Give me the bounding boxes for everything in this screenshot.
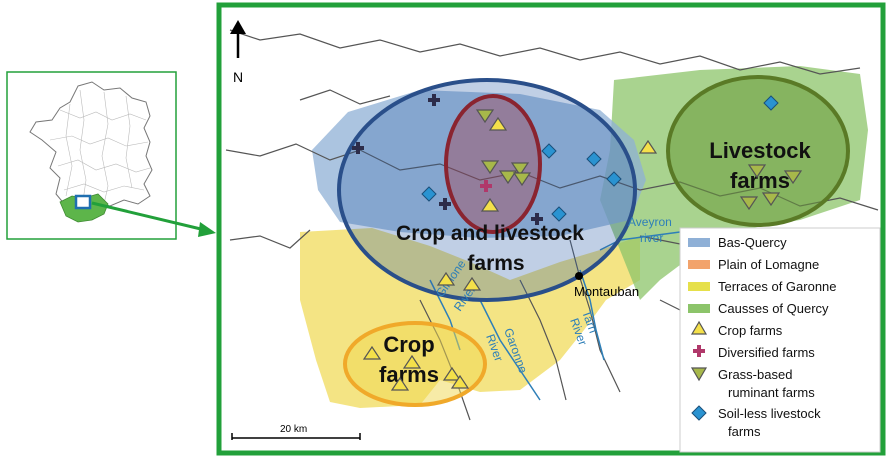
legend-label-causses: Causses of Quercy	[718, 301, 829, 316]
main-map: N 20 km Aveyron river Tarn River Garonne…	[216, 2, 886, 456]
crop-farm-marker	[362, 345, 382, 360]
soilless-farm-marker	[541, 143, 557, 159]
crop-farm-marker	[638, 139, 658, 154]
crop-farm-marker	[450, 374, 470, 389]
legend: Bas-Quercy Plain of Lomagne Terraces of …	[679, 227, 881, 453]
legend-label-grass-2: ruminant farms	[728, 385, 815, 400]
soilless-farm-marker	[551, 206, 567, 222]
zone-label-livestock-1: Livestock	[709, 138, 811, 163]
france-departments	[49, 89, 151, 209]
legend-label-garonne: Terraces of Garonne	[718, 279, 837, 294]
grass-farm-marker	[510, 162, 530, 177]
diversified-farm-marker	[480, 180, 492, 192]
river-label-aveyron-1: Aveyron	[628, 215, 672, 229]
scale-label: 20 km	[280, 424, 307, 435]
legend-label-diversified: Diversified farms	[718, 345, 815, 360]
legend-swatch-bas-quercy	[688, 238, 710, 247]
soilless-farm-marker	[606, 171, 622, 187]
legend-label-soilless-1: Soil-less livestock	[718, 406, 821, 421]
grass-farm-marker	[761, 192, 781, 207]
soilless-farm-marker	[586, 151, 602, 167]
grass-farm-marker	[498, 170, 518, 185]
crop-farm-marker	[442, 366, 462, 381]
legend-swatch-causses	[688, 304, 710, 313]
grass-farm-marker	[783, 170, 803, 185]
legend-label-crop-farms: Crop farms	[718, 323, 783, 338]
legend-swatch-lomagne	[688, 260, 710, 269]
france-outline	[29, 81, 153, 211]
cross-icon	[693, 345, 705, 357]
crop-farm-marker	[390, 376, 410, 391]
study-area-marker	[74, 194, 92, 210]
triangle-up-icon	[690, 320, 708, 335]
crop-farm-marker	[480, 197, 500, 212]
region-bas-quercy	[312, 90, 646, 238]
city-marker	[575, 272, 583, 280]
grass-farm-marker	[512, 172, 532, 187]
soilless-farm-marker	[421, 186, 437, 202]
scale-bar: 20 km	[231, 424, 361, 440]
river-label-aveyron-2: river	[640, 231, 663, 245]
north-arrow: N	[230, 20, 246, 85]
zone-label-crop-1: Crop	[383, 332, 434, 357]
crop-farm-marker	[436, 271, 456, 286]
grass-farm-marker	[739, 196, 759, 211]
crop-farm-marker	[488, 116, 508, 131]
diversified-farm-marker	[428, 94, 440, 106]
pointer-arrow	[91, 201, 206, 232]
legend-swatch-garonne	[688, 282, 710, 291]
diamond-icon	[691, 405, 707, 421]
north-label: N	[233, 69, 243, 85]
diversified-farm-marker	[439, 198, 451, 210]
farm-markers	[352, 94, 803, 391]
soilless-farm-marker	[763, 95, 779, 111]
zone-livestock-ellipse	[666, 75, 850, 227]
pointer-arrow-head	[198, 222, 216, 237]
zone-label-crop-livestock-1: Crop and livestock	[396, 222, 584, 245]
crop-farm-marker	[402, 354, 422, 369]
legend-label-soilless-2: farms	[728, 424, 761, 439]
grass-farm-marker	[475, 109, 495, 124]
diversified-farm-marker	[352, 142, 364, 154]
legend-label-bas-quercy: Bas-Quercy	[718, 235, 787, 250]
triangle-down-icon	[690, 367, 708, 382]
legend-label-lomagne: Plain of Lomagne	[718, 257, 819, 272]
zone-label-crop-livestock-2: farms	[467, 252, 524, 275]
france-inset	[6, 71, 216, 240]
grass-farm-marker	[747, 164, 767, 179]
city-label: Montauban	[574, 284, 639, 299]
grass-farm-marker	[480, 160, 500, 175]
diversified-farm-marker	[531, 213, 543, 225]
crop-farm-marker	[462, 276, 482, 291]
legend-label-grass-1: Grass-based	[718, 367, 792, 382]
